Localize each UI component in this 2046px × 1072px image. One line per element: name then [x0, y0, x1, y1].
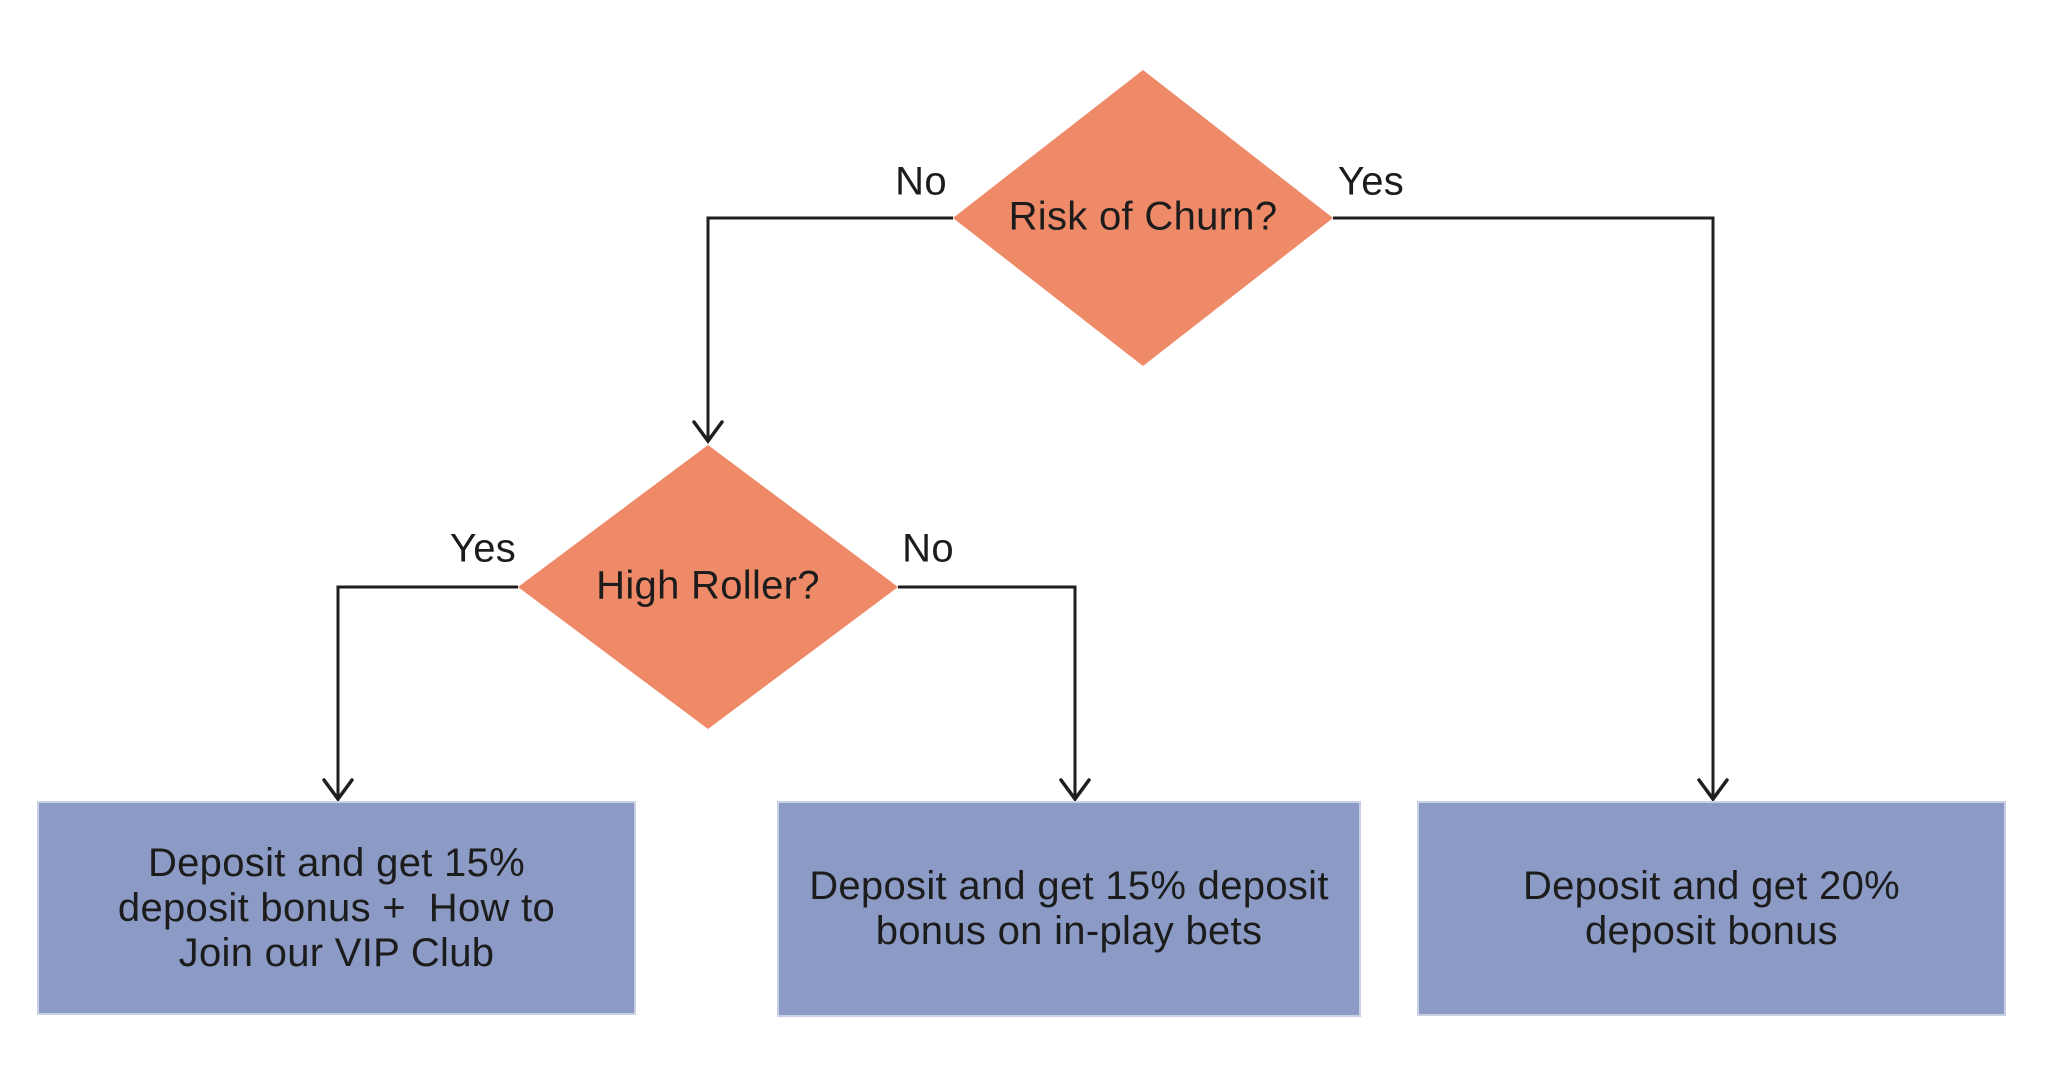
outcome-inplay-bonus-text: Deposit and get 15% deposit bonus on in-… — [809, 864, 1329, 953]
edge-roller-no-line — [898, 585, 1077, 796]
edge-roller-yes-line — [336, 585, 518, 796]
decision-high-roller-label: High Roller? — [596, 563, 820, 608]
edge-label-roller-yes: Yes — [449, 526, 517, 571]
outcome-box-20-bonus: Deposit and get 20% deposit bonus — [1417, 801, 2006, 1016]
decision-risk-of-churn-label: Risk of Churn? — [1008, 194, 1278, 239]
down-arrowhead-icon — [1697, 778, 1729, 802]
outcome-box-vip-club: Deposit and get 15% deposit bonus + How … — [37, 801, 636, 1015]
edge-label-churn-no: No — [895, 159, 947, 204]
decision-risk-of-churn-shape — [953, 70, 1333, 366]
edge-churn-no-line — [706, 216, 953, 438]
outcome-20-bonus-text: Deposit and get 20% deposit bonus — [1522, 863, 1901, 953]
down-arrowhead-icon — [1059, 778, 1091, 802]
edge-label-churn-yes: Yes — [1337, 159, 1405, 204]
edge-churn-yes-line — [1333, 216, 1715, 796]
edge-label-roller-no: No — [902, 526, 954, 571]
outcome-box-inplay-bonus: Deposit and get 15% deposit bonus on in-… — [777, 801, 1361, 1017]
decision-high-roller-shape — [518, 445, 898, 729]
down-arrowhead-icon — [692, 420, 724, 444]
down-arrowhead-icon — [322, 778, 354, 802]
outcome-vip-club-text: Deposit and get 15% deposit bonus + How … — [117, 840, 556, 975]
